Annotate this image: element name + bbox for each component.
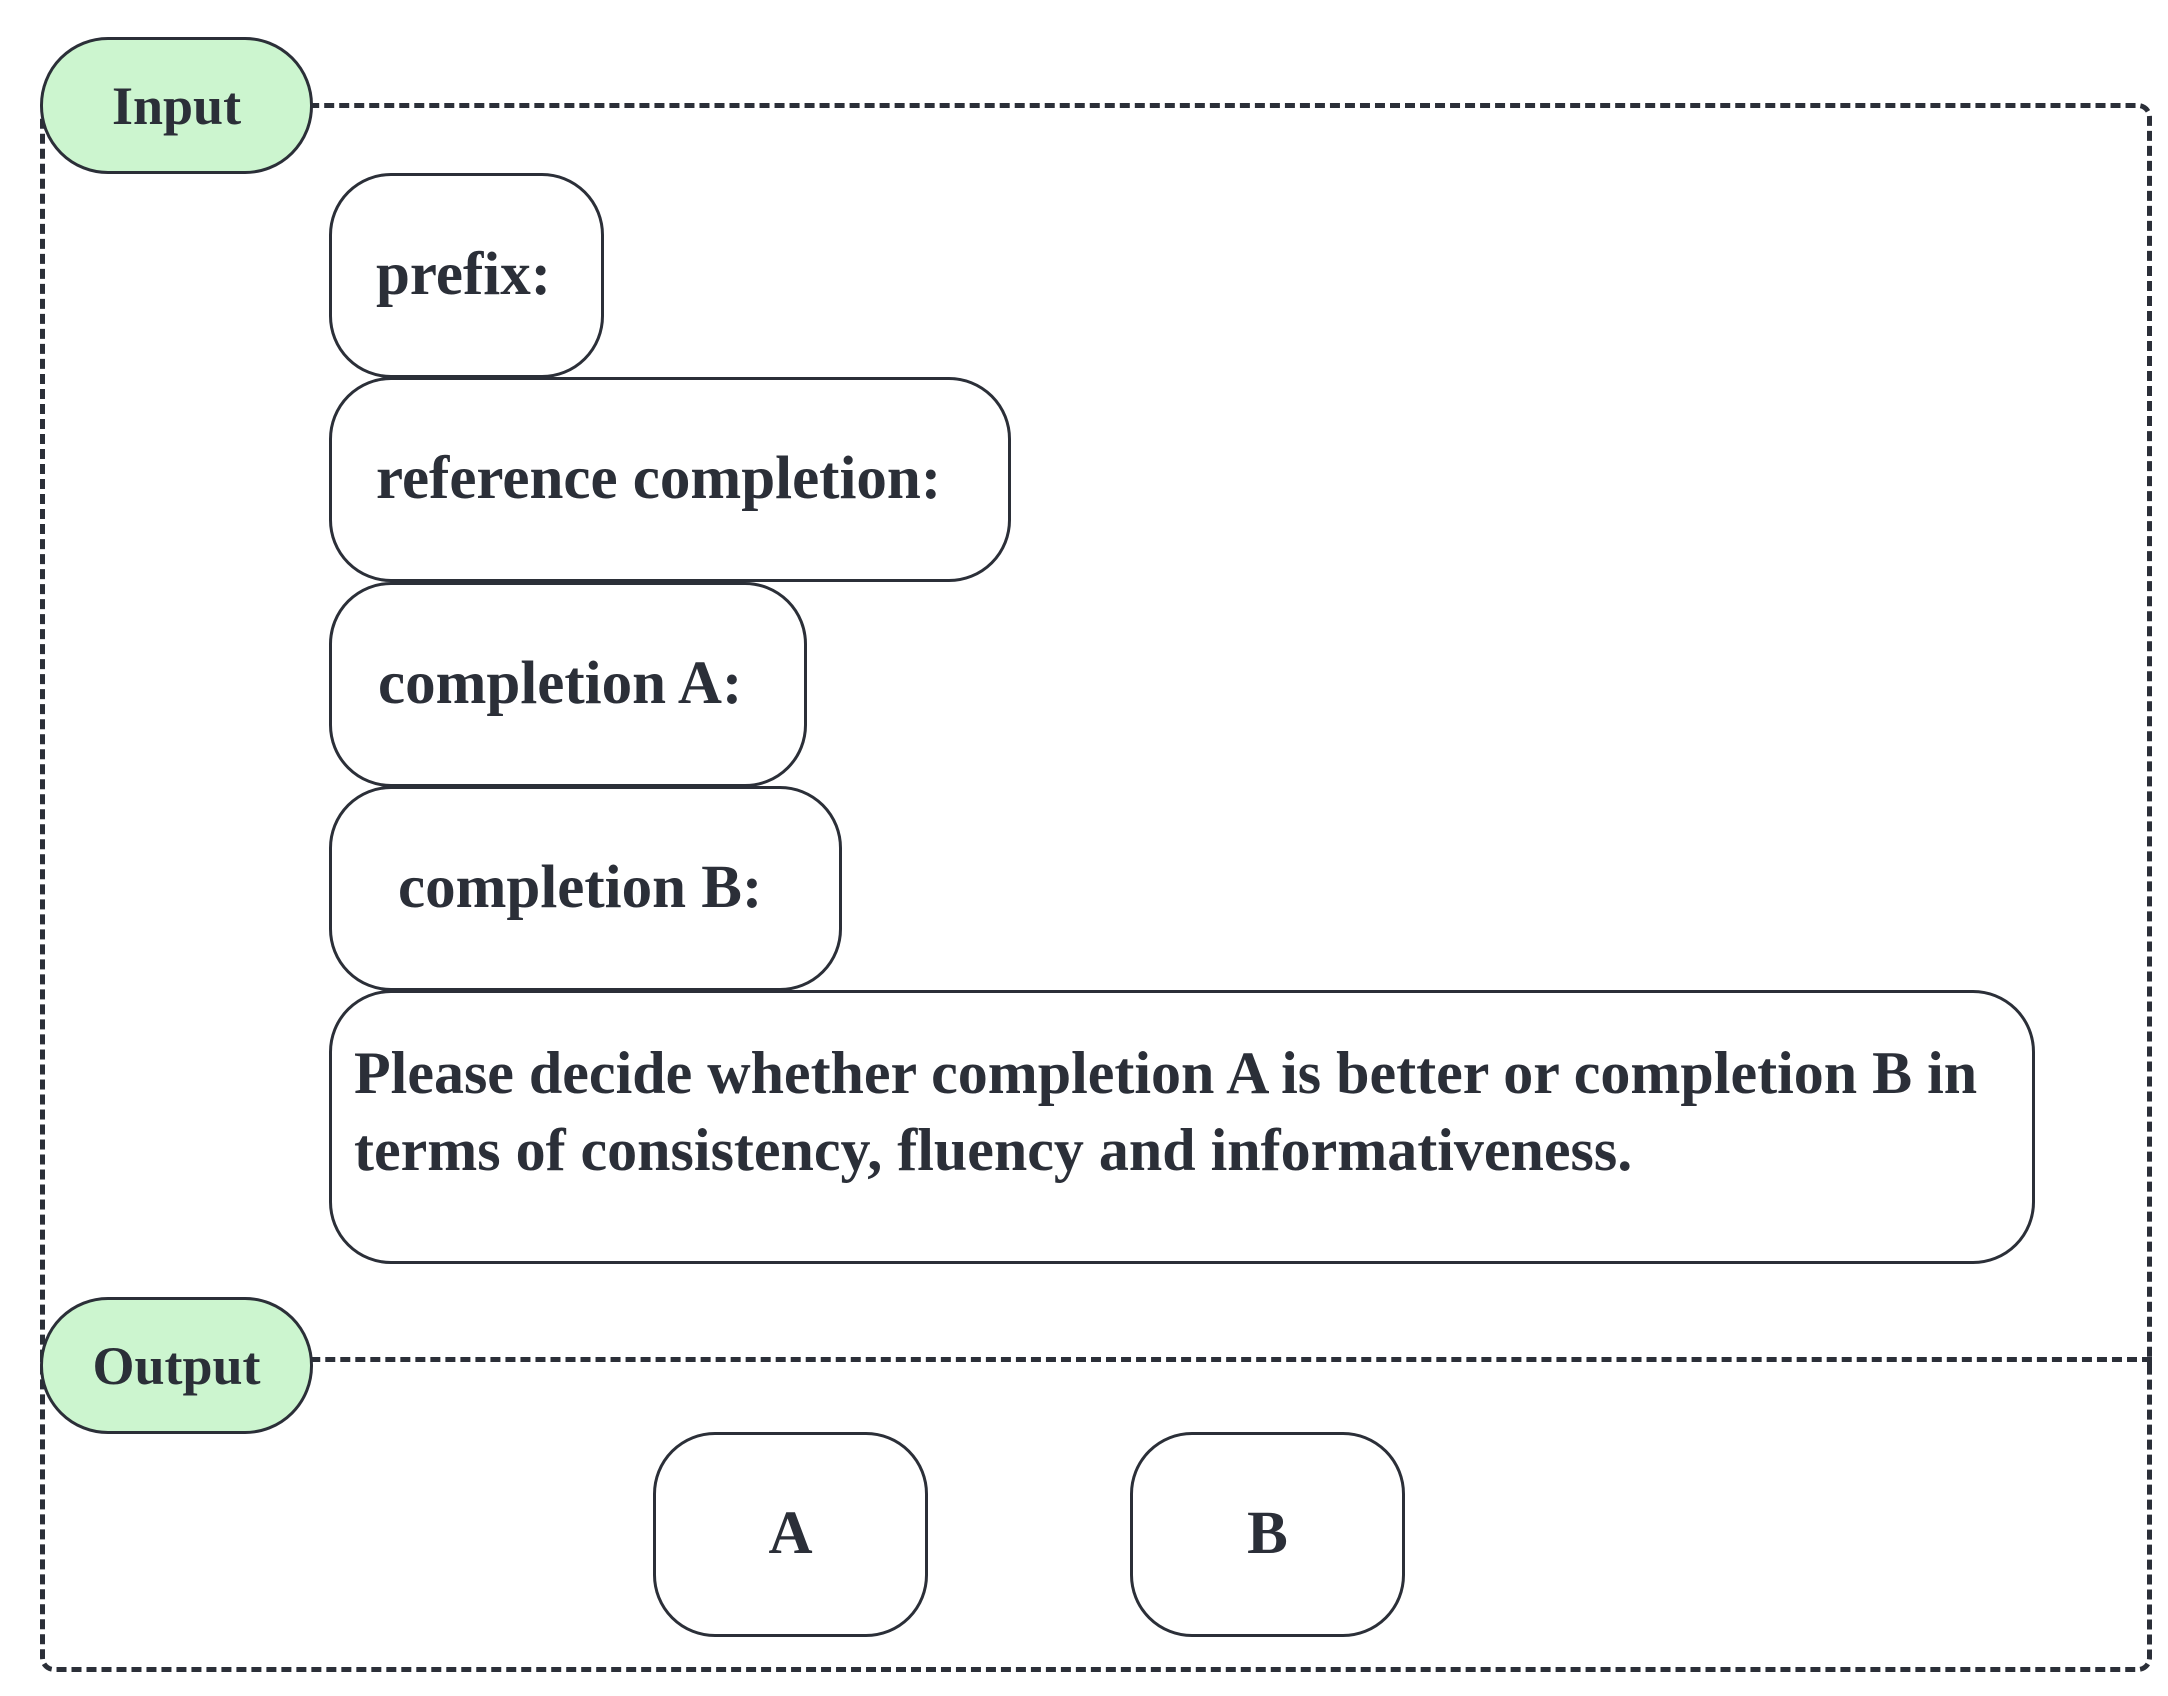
completion-a-field-text: completion A: — [378, 650, 743, 718]
reference-completion-field-text: reference completion: — [376, 445, 942, 513]
output-option-b-text: B — [1247, 1500, 1288, 1568]
input-label: Input — [40, 37, 313, 174]
completion-b-field-text: completion B: — [398, 854, 763, 922]
completion-b-field: completion B: — [329, 786, 842, 991]
output-option-a: A — [653, 1432, 928, 1637]
input-section-frame — [40, 103, 2152, 1365]
output-label: Output — [40, 1297, 313, 1434]
input-label-text: Input — [111, 75, 242, 136]
instruction-text: Please decide whether completion A is be… — [354, 1040, 1978, 1183]
reference-completion-field: reference completion: — [329, 377, 1011, 582]
output-option-a-text: A — [768, 1500, 813, 1568]
prefix-field-text: prefix: — [376, 241, 552, 309]
instruction-box: Please decide whether completion A is be… — [329, 990, 2035, 1264]
prefix-field: prefix: — [329, 173, 604, 378]
output-section-frame — [40, 1357, 2152, 1672]
output-label-text: Output — [92, 1335, 261, 1396]
completion-a-field: completion A: — [329, 582, 807, 787]
output-option-b: B — [1130, 1432, 1405, 1637]
